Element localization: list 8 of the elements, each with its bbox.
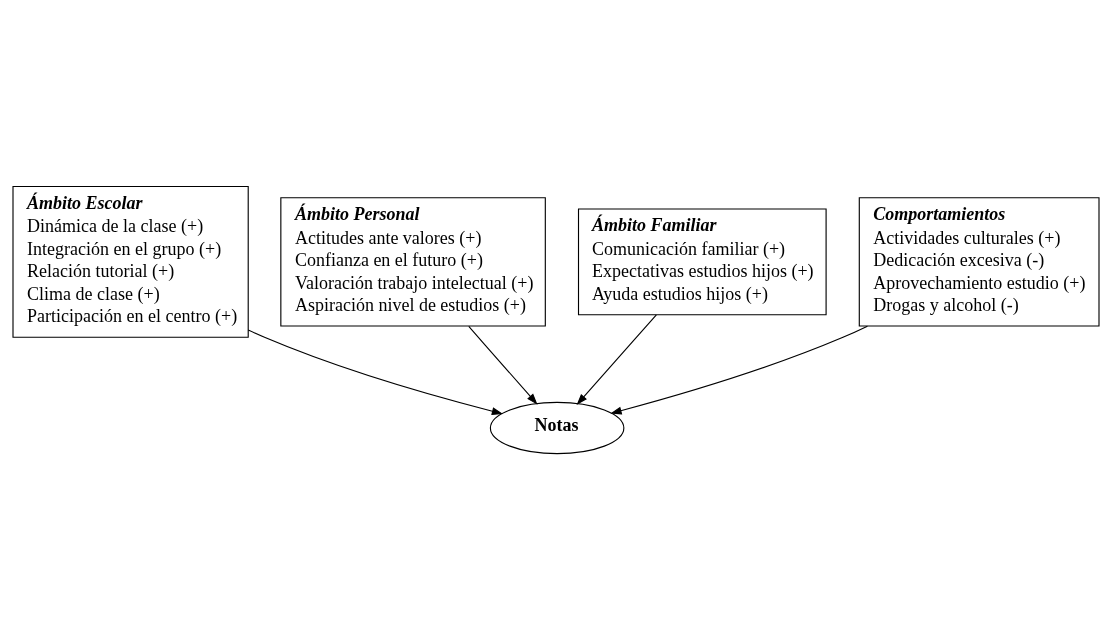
node-box: Ámbito Familiar Comunicación familiar (+) Expectativas estudios hijos (+) Ayuda estudios hijos (+) xyxy=(577,207,827,315)
arrow xyxy=(468,325,538,405)
arrow xyxy=(610,325,868,414)
node-box: Ámbito Personal Actitudes ante valores (+) Confianza en el futuro (+) Valoración trabajo intelectual (+) Aspiración nivel de estudios (+) xyxy=(280,196,546,327)
arrow xyxy=(247,328,504,415)
arrow xyxy=(576,313,657,405)
node-box: Comportamientos Actividades culturales (+) Dedicación excesiva (-) Aprovechamiento estudio (+) Drogas y alcohol (-) xyxy=(858,196,1100,327)
node-box: Ámbito Escolar Dinámica de la clase (+) Integración en el grupo (+) Relación tutorial (+) Clima de clase (+) Participación en el centro (+) xyxy=(12,185,249,338)
